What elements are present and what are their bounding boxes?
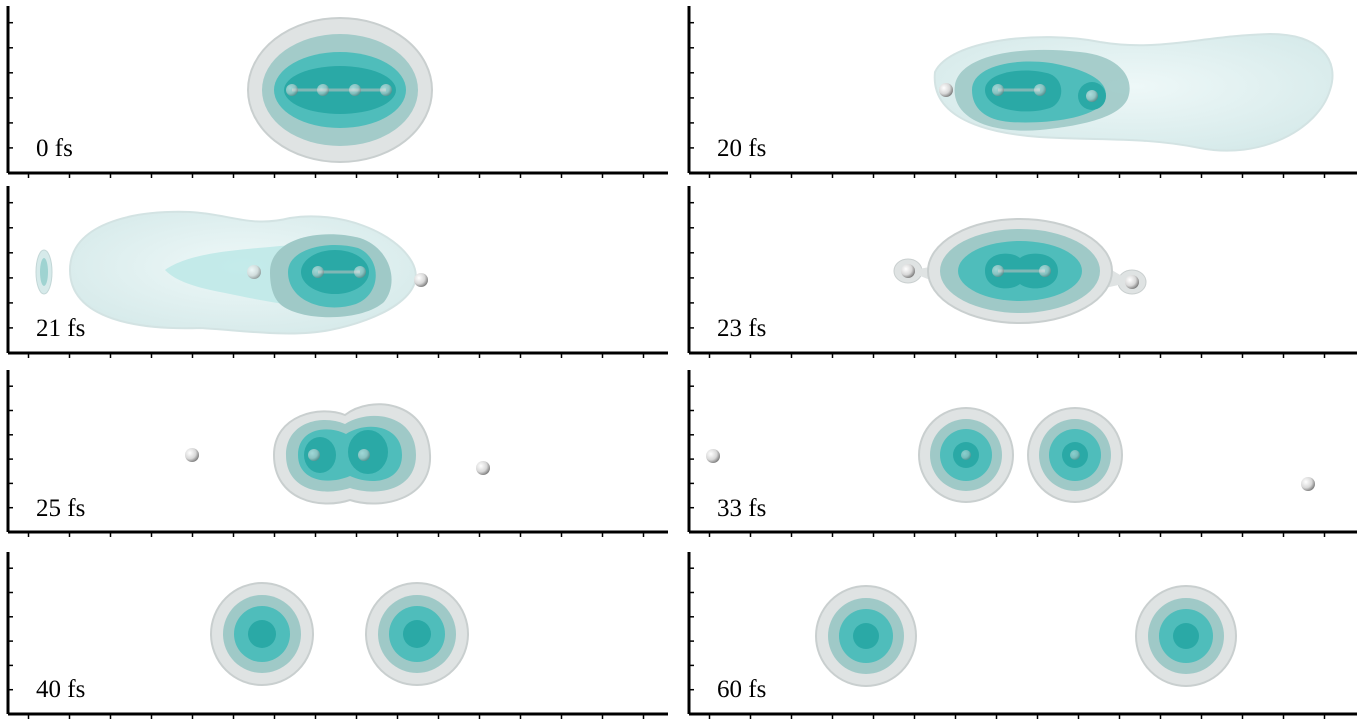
panel-frame (6, 552, 668, 719)
panel-frame (687, 552, 1357, 719)
panel-33fs: 33 fs (687, 370, 1357, 537)
atom (901, 264, 915, 278)
axis-ticks (8, 567, 645, 719)
axis-ticks (689, 21, 1326, 178)
atom (380, 84, 392, 96)
panel-frame (6, 6, 668, 178)
panel-frame (687, 370, 1357, 537)
atom (286, 84, 298, 96)
atom-chain (706, 449, 1315, 491)
panel-0fs: 0 fs (6, 6, 668, 178)
atom-chain (939, 83, 1098, 102)
time-label: 23 fs (717, 315, 766, 342)
atom (992, 84, 1004, 96)
atom (1039, 265, 1051, 277)
atom (961, 450, 971, 460)
time-label: 21 fs (36, 315, 85, 342)
electron-density-isosurface (210, 582, 469, 686)
atom (1034, 84, 1046, 96)
axis-ticks (8, 201, 645, 358)
atom-chain (901, 264, 1139, 289)
atom (1125, 275, 1139, 289)
axis-ticks (689, 201, 1326, 358)
time-label: 60 fs (717, 676, 766, 703)
atom (312, 266, 324, 278)
atom (247, 265, 261, 279)
atom (939, 83, 953, 97)
atom (358, 449, 370, 461)
time-label: 25 fs (36, 495, 85, 522)
panel-20fs: 20 fs (687, 6, 1357, 178)
atom (354, 266, 366, 278)
atom (706, 449, 720, 463)
atom-chain (286, 84, 392, 96)
atom (317, 84, 329, 96)
electron-density-isosurface (35, 210, 417, 335)
axis-ticks (689, 567, 1326, 719)
time-label: 33 fs (717, 495, 766, 522)
axis-ticks (689, 385, 1326, 537)
atom (308, 449, 320, 461)
panel-23fs: 23 fs (687, 186, 1357, 358)
atom (1086, 90, 1098, 102)
atom-chain (247, 265, 428, 287)
time-label: 20 fs (717, 135, 766, 162)
atom (349, 84, 361, 96)
panel-60fs: 60 fs (687, 552, 1357, 719)
axis-ticks (8, 21, 645, 178)
atom (414, 273, 428, 287)
atom (992, 265, 1004, 277)
panel-frame (687, 6, 1357, 178)
electron-density-isosurface (918, 407, 1123, 503)
panel-40fs: 40 fs (6, 552, 668, 719)
panel-frame (6, 186, 668, 358)
atom (185, 448, 199, 462)
atom (1301, 477, 1315, 491)
axis-ticks (8, 385, 645, 537)
panel-frame (6, 370, 668, 537)
atom-chain (185, 448, 490, 475)
atom (476, 461, 490, 475)
electron-density-isosurface (815, 585, 1237, 687)
panel-25fs: 25 fs (6, 370, 668, 537)
time-label: 40 fs (36, 676, 85, 703)
panel-frame (687, 186, 1357, 358)
time-label: 0 fs (36, 135, 73, 162)
electron-density-isosurface (272, 403, 432, 505)
panel-21fs: 21 fs (6, 186, 668, 358)
atom (1070, 450, 1080, 460)
